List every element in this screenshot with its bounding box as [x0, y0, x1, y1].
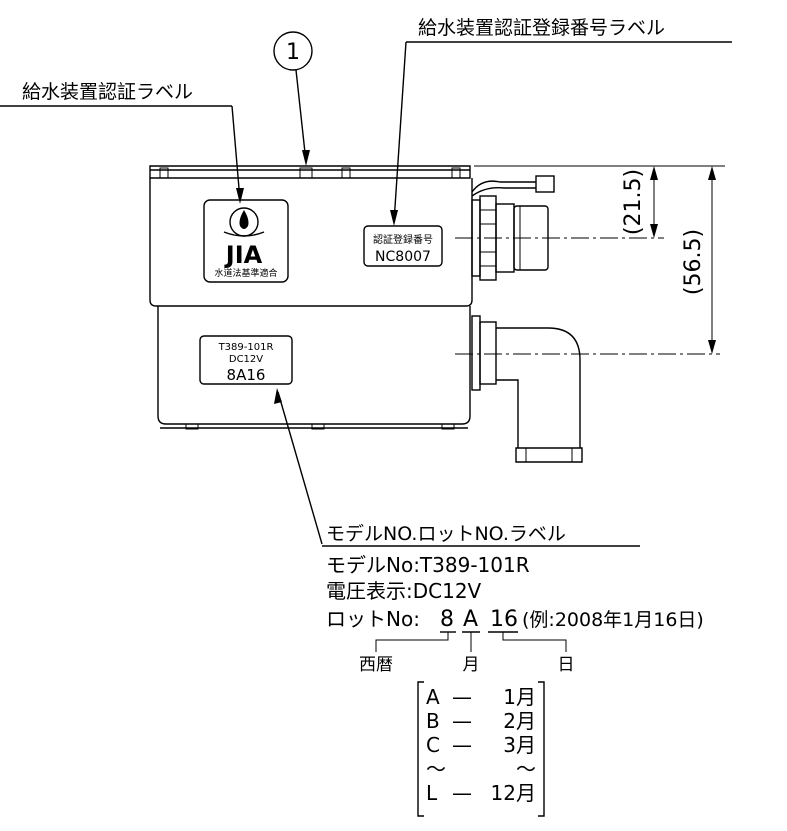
model-lot-leader [277, 391, 323, 545]
dim-small-text: (21.5) [621, 169, 646, 235]
model-label-model: T389-101R [218, 342, 274, 353]
cert-number-label-text: 給水装置認証登録番号ラベル [418, 17, 665, 39]
lid-clip-mid2 [341, 167, 351, 179]
cert-number-title: 認証登録番号 [373, 233, 433, 246]
info-lot-month: A [463, 607, 478, 632]
info-voltage-line: 電圧表示:DC12V [326, 579, 482, 603]
month-dash: — [452, 733, 472, 757]
jia-logo-wave [223, 231, 265, 237]
legend-year: 西暦 [359, 655, 393, 675]
info-lot-prefix: ロットNo: [326, 607, 420, 631]
wire [471, 180, 536, 193]
water-supply-cert-leader [231, 105, 241, 201]
elbow [496, 327, 581, 448]
lid-clip-mid [299, 167, 313, 179]
info-lot-day: 16 [490, 607, 518, 632]
jia-label [203, 199, 289, 283]
month-dash: — [452, 709, 472, 733]
month-table: A—1月B—2月C—3月〜〜L—12月 [426, 685, 536, 805]
cert-number-box [363, 225, 443, 267]
lower-fitting-nut [479, 321, 497, 385]
month-table-right-bracket [538, 681, 545, 817]
water-supply-cert-label-text: 給水装置認証ラベル [22, 81, 193, 103]
month-value: 2月 [503, 709, 536, 733]
device-lower-body [157, 306, 471, 425]
lower-fitting-flange [471, 315, 481, 391]
item-number-leader [295, 69, 307, 163]
month-value: 1月 [503, 685, 536, 709]
item-number-text: 1 [286, 40, 300, 65]
model-label-box [199, 335, 293, 385]
foot-right [441, 423, 455, 430]
legend-month: 月 [463, 655, 480, 675]
cert-number-arrowhead [390, 210, 398, 226]
jia-caption: 水道法基準適合 [214, 267, 277, 279]
device-upper-body [149, 178, 473, 307]
month-table-left-bracket [417, 681, 424, 817]
legend-day: 日 [558, 655, 575, 675]
elbow-end [515, 447, 583, 463]
jia-logo-drop [239, 210, 249, 229]
item-number-arrowhead [302, 150, 310, 166]
water-supply-cert-arrowhead [236, 188, 244, 204]
lid-clip-left [159, 167, 169, 179]
foot-left [185, 423, 199, 430]
month-value: 〜 [516, 757, 536, 781]
info-model-line: モデルNo:T389-101R [326, 553, 530, 577]
month-code: C [426, 733, 440, 757]
month-code: L [426, 781, 438, 805]
model-label-lot: 8A16 [227, 366, 266, 384]
cert-number-value: NC8007 [375, 249, 431, 265]
lid-clip-right [451, 167, 461, 179]
dim-large-text: (56.5) [681, 229, 706, 295]
wire-2 [471, 186, 536, 197]
foot-mid [311, 423, 325, 430]
month-value: 3月 [503, 733, 536, 757]
month-code: A [426, 685, 440, 709]
jia-logo-text: JIA [224, 241, 263, 269]
day-bracket [502, 632, 567, 652]
info-example: (例:2008年1月16日) [522, 609, 704, 631]
wire-connector [535, 175, 555, 193]
year-bracket [375, 632, 449, 652]
model-lot-label-text: モデルNO.ロットNO.ラベル [326, 523, 566, 545]
month-value: 12月 [491, 781, 536, 805]
item-number-balloon [273, 31, 313, 71]
month-dash: — [452, 685, 472, 709]
cert-number-leader [393, 41, 407, 223]
model-label-voltage: DC12V [229, 354, 263, 365]
info-lot-year: 8 [440, 607, 454, 632]
month-code: B [426, 709, 440, 733]
month-code: 〜 [426, 757, 446, 781]
month-dash: — [452, 781, 472, 805]
